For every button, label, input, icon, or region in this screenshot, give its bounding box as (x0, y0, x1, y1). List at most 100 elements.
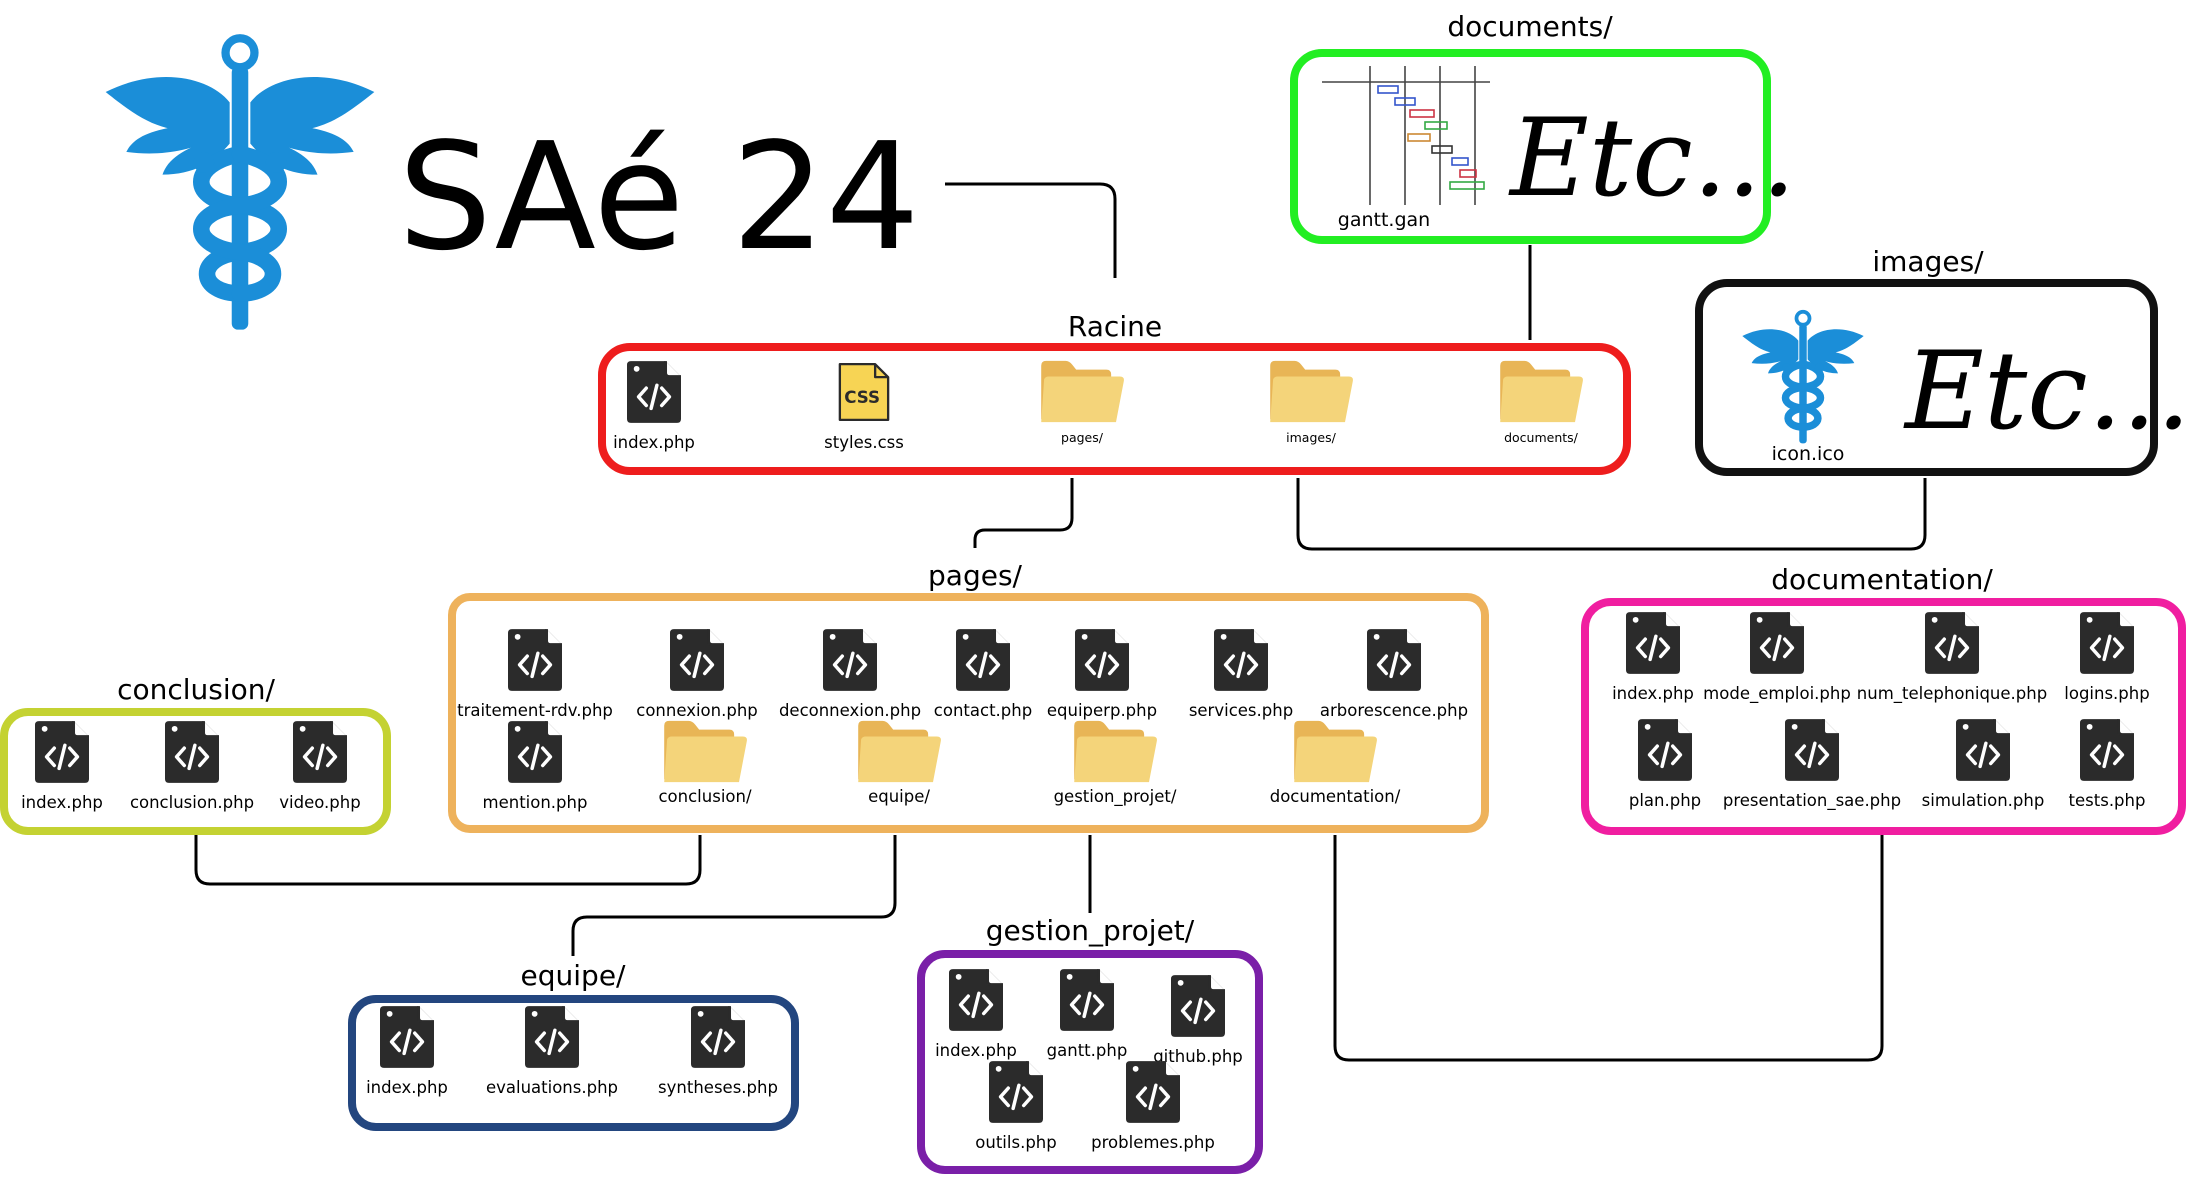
item-label: tests.php (2069, 791, 2146, 810)
item-label: conclusion.php (130, 793, 254, 812)
documentation-item-simulation-php[interactable]: simulation.php (1922, 719, 2045, 810)
item-label: evaluations.php (486, 1078, 618, 1097)
code-file-icon (949, 969, 1003, 1031)
gestion-projet-item-gantt-php[interactable]: gantt.php (1047, 969, 1128, 1060)
item-label: deconnexion.php (779, 701, 921, 720)
code-file-icon (1956, 719, 2010, 781)
pages-item-mention-php[interactable]: mention.php (483, 721, 588, 812)
code-file-icon (1925, 612, 1979, 674)
pages-item-deconnexion-php[interactable]: deconnexion.php (779, 629, 921, 720)
documentation-item-index-php[interactable]: index.php (1612, 612, 1694, 703)
code-file-icon (1785, 719, 1839, 781)
code-file-icon (1171, 975, 1225, 1037)
racine-item-pages[interactable]: pages/ (1041, 360, 1124, 445)
racine-item-images[interactable]: images/ (1270, 360, 1353, 445)
item-label: pages/ (1061, 430, 1104, 445)
ico-file-label: icon.ico (1772, 443, 1845, 465)
pages-item-documentation[interactable]: documentation/ (1270, 720, 1401, 806)
connector-pages-equipe (571, 835, 897, 956)
item-label: traitement-rdv.php (457, 701, 613, 720)
equipe-item-index-php[interactable]: index.php (366, 1006, 448, 1097)
item-label: outils.php (975, 1133, 1056, 1152)
code-file-icon (1214, 629, 1268, 691)
code-file-icon (2080, 719, 2134, 781)
documentation-item-mode-emploi-php[interactable]: mode_emploi.php (1703, 612, 1851, 704)
racine-item-styles-css[interactable]: styles.css (824, 362, 904, 452)
code-file-icon (1750, 612, 1804, 674)
documentation-item-plan-php[interactable]: plan.php (1629, 719, 1701, 810)
file-items: index.php styles.css pages/images/document… (21, 360, 2150, 1152)
item-label: mode_emploi.php (1703, 684, 1851, 704)
documentation-item-logins-php[interactable]: logins.php (2064, 612, 2150, 703)
css-file-icon (838, 362, 890, 422)
item-label: num_telephonique.php (1857, 684, 2047, 704)
gestion-projet-item-index-php[interactable]: index.php (935, 969, 1017, 1060)
pages-item-contact-php[interactable]: contact.php (934, 629, 1032, 720)
racine-item-documents[interactable]: documents/ (1500, 360, 1583, 445)
gestion-projet-item-outils-php[interactable]: outils.php (975, 1061, 1057, 1152)
pages-item-traitement-rdv-php[interactable]: traitement-rdv.php (457, 629, 613, 720)
item-label: styles.css (824, 433, 904, 452)
code-file-icon (525, 1006, 579, 1068)
documents-title: documents/ (1447, 10, 1613, 43)
code-file-icon (1075, 629, 1129, 691)
code-file-icon (1060, 969, 1114, 1031)
documents-etc-text: Etc... (1508, 96, 1796, 221)
connectors (194, 182, 1927, 1062)
gestion-projet-item-github-php[interactable]: github.php (1153, 975, 1243, 1066)
code-file-icon (2080, 612, 2134, 674)
racine-title: Racine (1068, 310, 1162, 343)
images-etc-text: Etc... (1903, 329, 2186, 454)
code-file-icon (823, 629, 877, 691)
code-file-icon (35, 721, 89, 783)
item-label: presentation_sae.php (1723, 791, 1901, 811)
equipe-item-evaluations-php[interactable]: evaluations.php (486, 1006, 618, 1097)
gestion-projet-item-problemes-php[interactable]: problemes.php (1091, 1061, 1215, 1152)
pages-item-services-php[interactable]: services.php (1189, 629, 1293, 720)
connector-pages-documentation (1333, 835, 1884, 1062)
code-file-icon (670, 629, 724, 691)
diagram-title: SAé 24 (398, 111, 920, 283)
pages-item-equiperp-php[interactable]: equiperp.php (1047, 629, 1157, 720)
item-label: services.php (1189, 701, 1293, 720)
item-label: mention.php (483, 793, 588, 812)
item-label: index.php (21, 793, 103, 812)
code-file-icon (508, 629, 562, 691)
connector-racine-images (1296, 478, 1927, 551)
item-label: conclusion/ (658, 787, 751, 806)
documentation-box: documentation/ (1581, 563, 2186, 835)
item-label: syntheses.php (658, 1078, 778, 1097)
item-label: index.php (935, 1041, 1017, 1060)
item-label: github.php (1153, 1047, 1243, 1066)
pages-item-gestion-projet[interactable]: gestion_projet/ (1054, 720, 1177, 807)
pages-item-conclusion[interactable]: conclusion/ (658, 720, 752, 806)
code-file-icon (1638, 719, 1692, 781)
conclusion-item-conclusion-php[interactable]: conclusion.php (130, 721, 254, 812)
item-label: problemes.php (1091, 1133, 1215, 1152)
item-label: equipe/ (868, 787, 930, 806)
gestion-projet-title: gestion_projet/ (986, 914, 1195, 947)
code-file-icon (508, 721, 562, 783)
item-label: documentation/ (1270, 787, 1401, 806)
pages-item-connexion-php[interactable]: connexion.php (636, 629, 758, 720)
documentation-item-presentation-sae-php[interactable]: presentation_sae.php (1723, 719, 1901, 811)
conclusion-item-index-php[interactable]: index.php (21, 721, 103, 812)
item-label: plan.php (1629, 791, 1701, 810)
images-title: images/ (1872, 245, 1984, 278)
gantt-file-label: gantt.gan (1338, 209, 1430, 231)
documentation-item-tests-php[interactable]: tests.php (2069, 719, 2146, 810)
item-label: gantt.php (1047, 1041, 1128, 1060)
pages-item-arborescence-php[interactable]: arborescence.php (1320, 629, 1468, 720)
documentation-title: documentation/ (1771, 563, 1993, 596)
code-file-icon (293, 721, 347, 783)
racine-item-index-php[interactable]: index.php (613, 361, 695, 452)
pages-item-equipe[interactable]: equipe/ (858, 720, 941, 806)
equipe-item-syntheses-php[interactable]: syntheses.php (658, 1006, 778, 1097)
connector-title-racine (945, 182, 1117, 278)
code-file-icon (989, 1061, 1043, 1123)
documentation-item-num-telephonique-php[interactable]: num_telephonique.php (1857, 612, 2047, 704)
item-label: index.php (366, 1078, 448, 1097)
conclusion-item-video-php[interactable]: video.php (279, 721, 361, 812)
item-label: contact.php (934, 701, 1032, 720)
item-label: logins.php (2064, 684, 2149, 703)
